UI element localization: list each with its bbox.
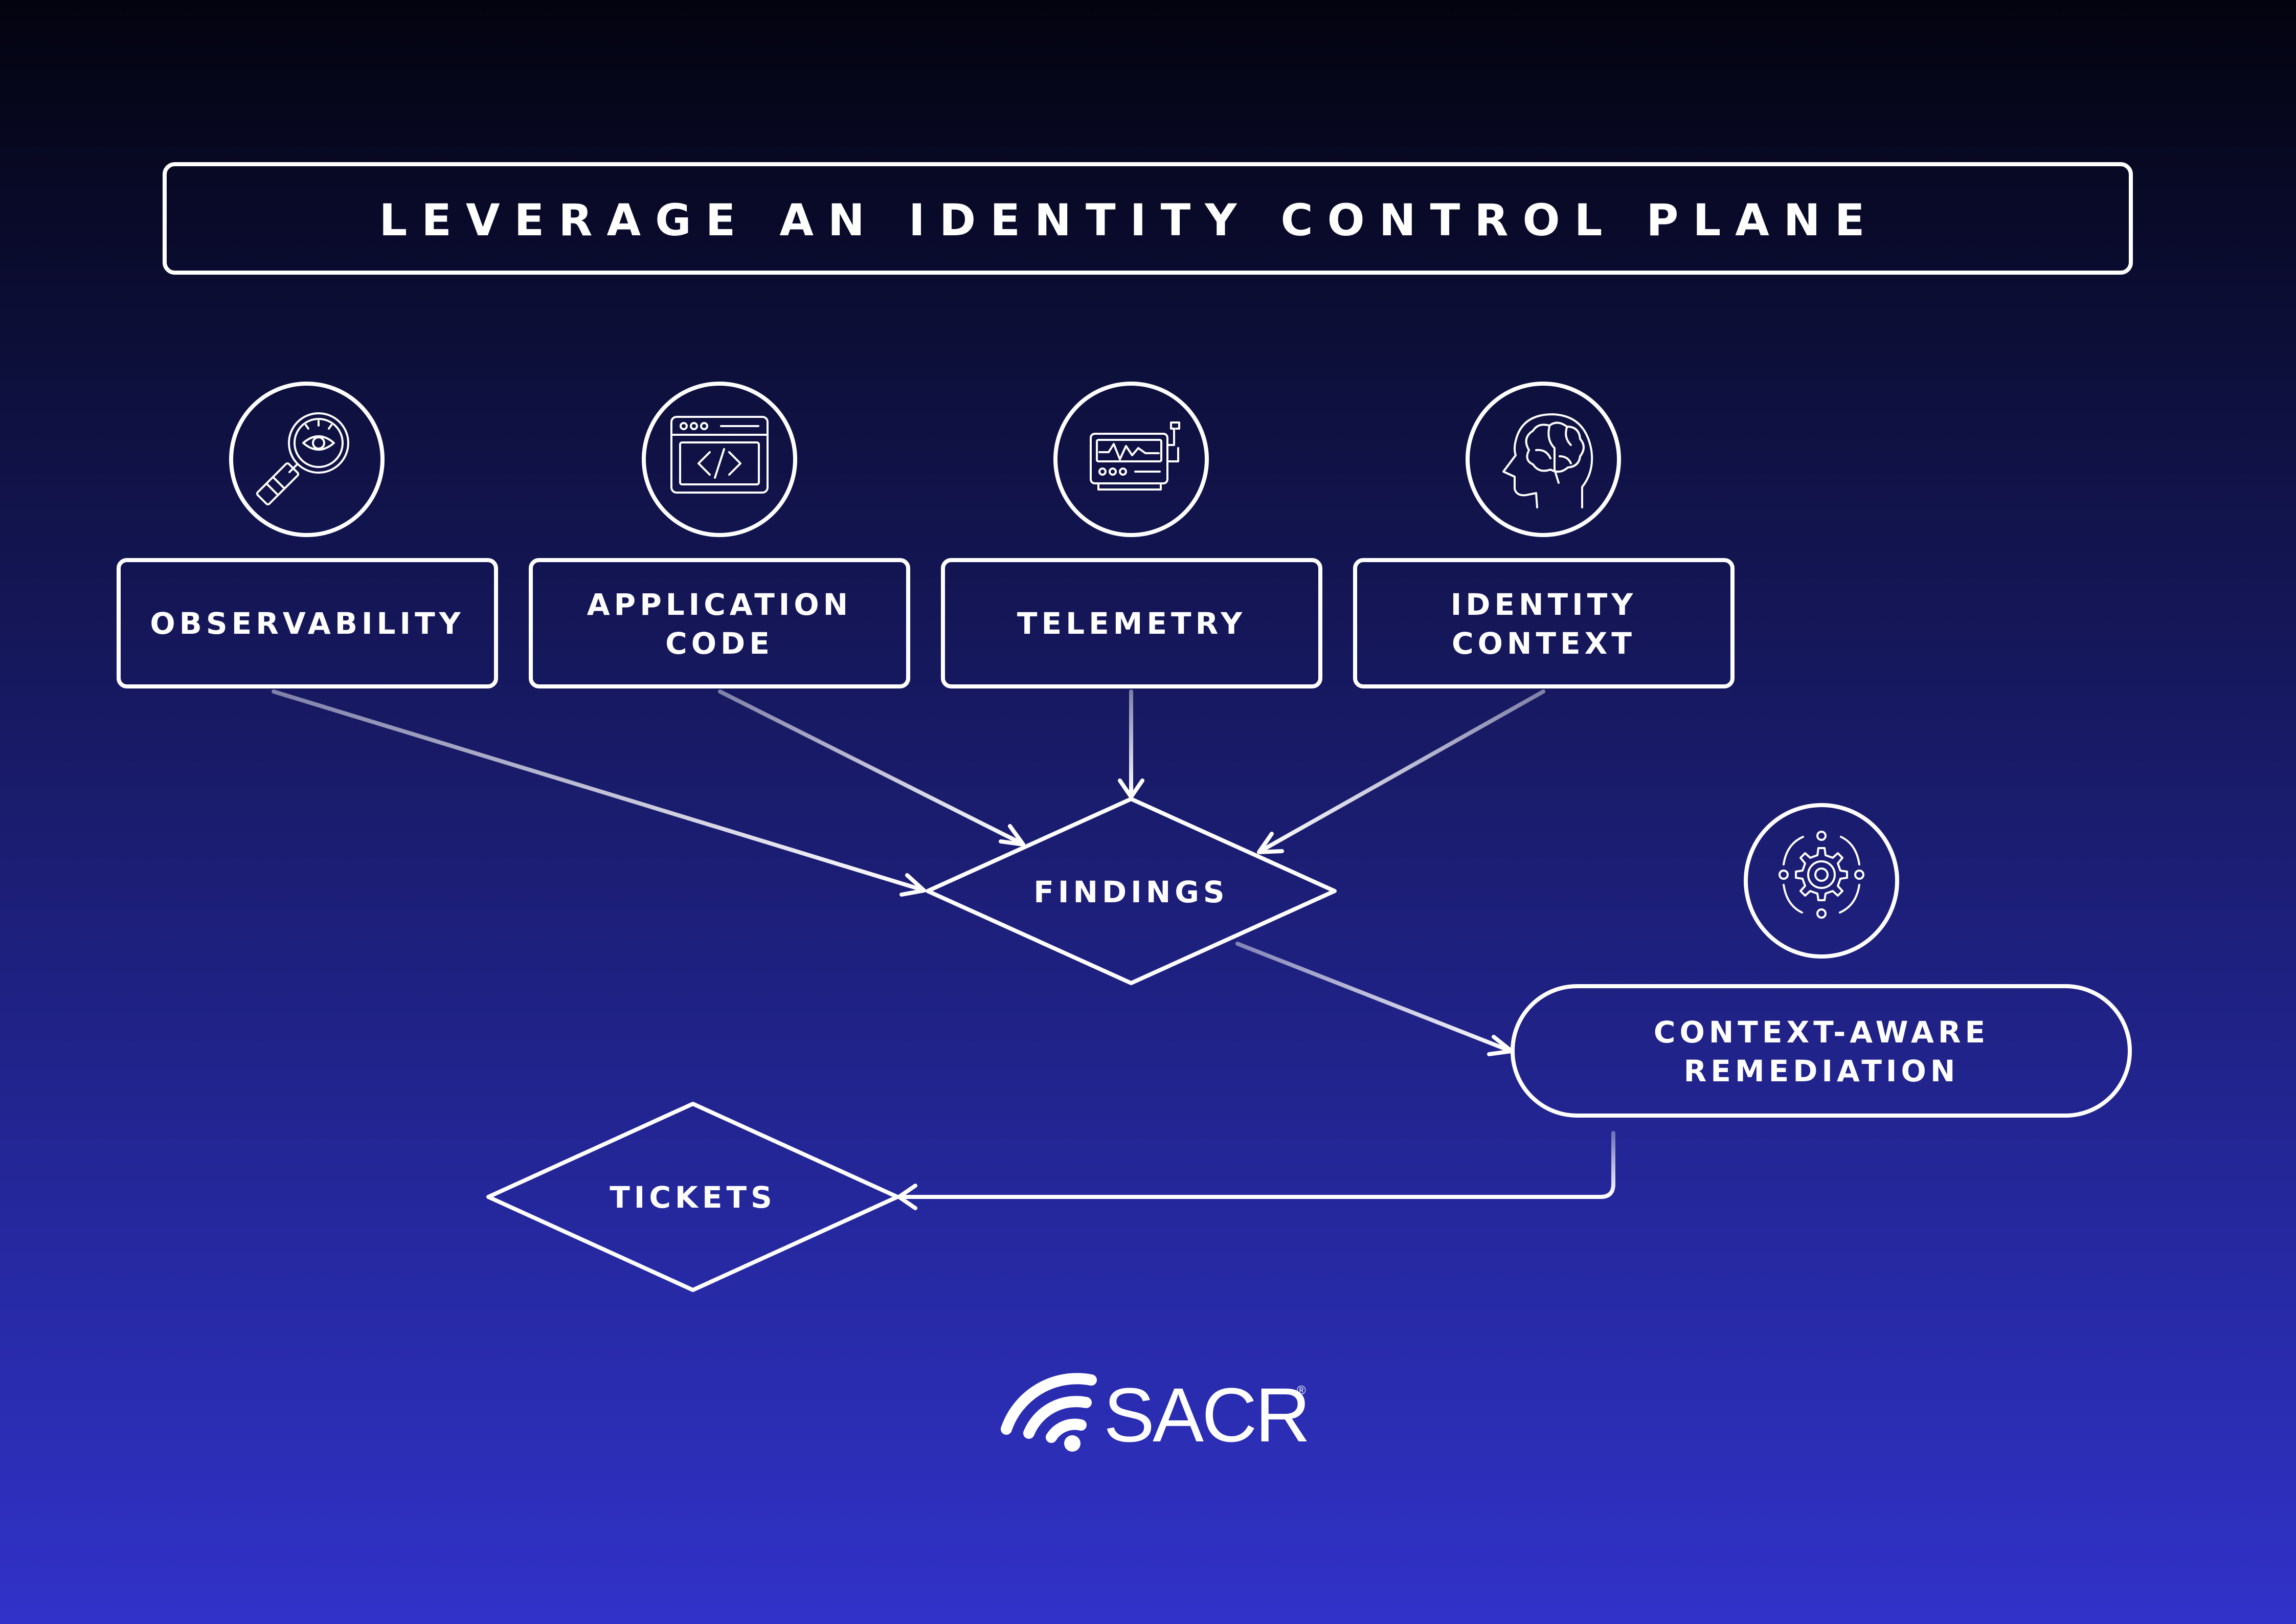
arrowhead-findings-upper-left: [999, 824, 1025, 847]
remediation-label-line2: REMEDIATION: [1684, 1054, 1960, 1088]
source-label-telemetry: TELEMETRY: [1017, 606, 1246, 641]
logo-registered-mark: ®: [1297, 1384, 1306, 1397]
findings-node: FINDINGS: [926, 797, 1337, 985]
arrowhead-findings-left: [899, 873, 926, 897]
findings-diamond: [926, 797, 1337, 985]
icon-circle-remediation: [1744, 803, 1899, 959]
source-box-observability: OBSERVABILITY: [117, 558, 498, 688]
signal-waves-icon: [1001, 1373, 1097, 1452]
magnifier-eye-icon: [229, 382, 385, 537]
source-box-identity-context: IDENTITY CONTEXT: [1353, 558, 1735, 688]
source-label-identity-line2: CONTEXT: [1452, 626, 1636, 661]
source-box-telemetry: TELEMETRY: [941, 558, 1322, 688]
tickets-label: TICKETS: [610, 1180, 776, 1215]
source-label-identity-line1: IDENTITY: [1451, 587, 1637, 622]
tickets-node: TICKETS: [486, 1102, 899, 1292]
source-boxes: OBSERVABILITY APPLICATION CODE TELEMETRY…: [117, 558, 1735, 688]
tickets-diamond: [486, 1102, 899, 1292]
gear-network-icon: [1744, 803, 1899, 959]
telemetry-device-icon: [1053, 382, 1209, 537]
source-box-application-code: APPLICATION CODE: [529, 558, 910, 688]
title-frame: [163, 162, 2133, 275]
source-label-application-line1: APPLICATION: [587, 587, 852, 622]
source-label-observability: OBSERVABILITY: [150, 606, 464, 641]
title-banner: LEVERAGE AN IDENTITY CONTROL PLANE: [163, 162, 2133, 275]
connector-observability-findings: [272, 689, 925, 892]
icon-circle-telemetry: [1053, 382, 1209, 537]
connector-identity-findings: [1257, 689, 1545, 854]
connector-application-findings: [718, 689, 1025, 846]
connector-findings-remediation: [1235, 942, 1513, 1053]
remediation-pill: [1511, 984, 2132, 1118]
icon-circle-observability: [229, 382, 385, 537]
logo-wordmark: SACR: [1104, 1372, 1309, 1458]
brain-head-icon: [1466, 382, 1621, 537]
page-title: LEVERAGE AN IDENTITY CONTROL PLANE: [379, 195, 1879, 246]
icon-circle-application: [642, 382, 797, 537]
code-window-icon: [642, 382, 797, 537]
source-label-application-line2: CODE: [665, 626, 774, 661]
icon-circle-identity: [1466, 382, 1621, 537]
source-icons: [229, 382, 1621, 537]
remediation-label-line1: CONTEXT-AWARE: [1654, 1015, 1989, 1050]
findings-label: FINDINGS: [1033, 875, 1228, 909]
connectors: [272, 689, 1615, 1210]
remediation-node: CONTEXT-AWARE REMEDIATION: [1511, 803, 2132, 1118]
arrowhead-findings-upper-right: [1257, 832, 1284, 854]
connector-remediation-tickets: [898, 1131, 1615, 1199]
sacr-logo: SACR ®: [1001, 1372, 1311, 1458]
